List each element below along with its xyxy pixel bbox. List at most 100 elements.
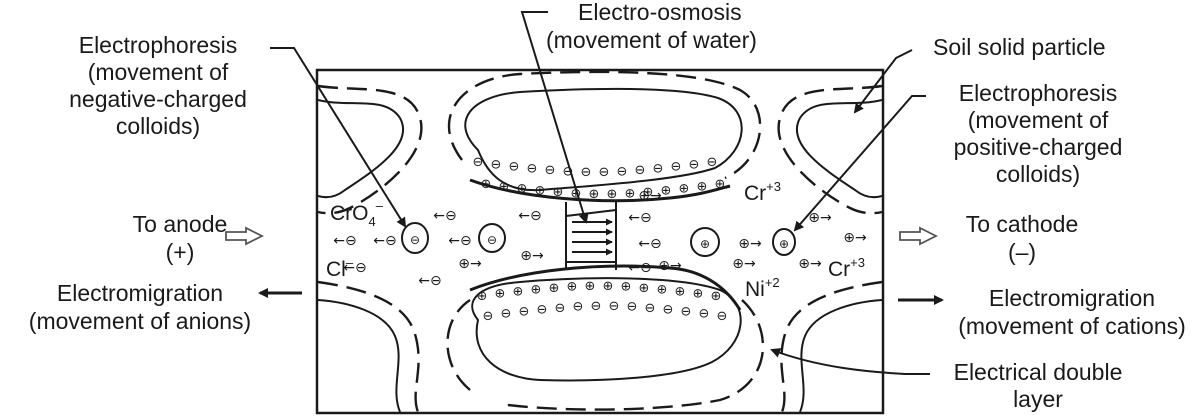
ion-cro4: CrO4– [330, 198, 384, 229]
positive-charge-bottom-row: ⊕ [657, 282, 668, 297]
label-electrophoresis-left-2: (movement of [88, 59, 229, 85]
positive-colloid-center [690, 227, 720, 257]
negative-charge-bottom-row: ⊖ [663, 302, 674, 317]
charge-markers: ⊖⊕⊖⊕⊖⊕⊖⊕⊖⊕⊖⊕⊖⊕⊖⊕⊖⊕⊖⊕⊖⊕⊖⊕⊖⊕⊖⊕⊕⊖⊕⊖⊕⊖⊕⊖⊕⊖⊕⊖… [473, 155, 728, 324]
moving-ion-markers: ←⊖←⊖←⊖←⊖←⊖←⊖←⊖←⊖←⊖←⊖⊕→⊕→⊕→⊕→⊕→⊕→⊕→⊕→⊕→⊖⊖… [333, 188, 867, 289]
positive-charge-top-row: ⊕ [481, 177, 492, 192]
ion-cr-right: Cr+3 [828, 255, 865, 281]
cation-moving-right: ⊕→ [658, 258, 682, 274]
label-electrophoresis-left-4: colloids) [116, 113, 200, 139]
ion-cl: Cl– [326, 255, 354, 281]
positive-charge-top-row: ⊕ [571, 186, 582, 201]
anion-moving-left: ←⊖ [343, 260, 366, 276]
cathode-arrow [899, 226, 939, 246]
negative-charge-top-row: ⊖ [563, 164, 574, 179]
positive-charge-top-row: ⊕ [697, 179, 708, 194]
double-layer-top-boundary [469, 178, 731, 203]
label-electrophoresis-right-2: (movement of [968, 107, 1109, 133]
label-electrophoresis-left-3: negative-charged [69, 86, 247, 112]
soil-particle-center-top [464, 87, 743, 192]
anode-arrow [225, 226, 265, 246]
soil-particle-left-bottom-layer [317, 280, 420, 413]
soil-particle-center-bottom [471, 277, 742, 382]
positive-charge-top-row: ⊕ [661, 184, 672, 199]
soil-particle-right-bottom [799, 299, 883, 413]
colloid-positive-charge: ⊕ [779, 237, 789, 251]
anion-moving-left: ←⊖ [448, 233, 471, 249]
positive-charge-top-row: ⊕ [715, 177, 726, 192]
positive-charge-top-row: ⊕ [517, 182, 528, 197]
positive-charge-bottom-row: ⊕ [585, 279, 596, 294]
soil-particle-right-top-layer [777, 84, 883, 215]
anion-moving-left: ←⊖ [433, 208, 456, 224]
negative-charge-bottom-row: ⊖ [555, 301, 566, 316]
cation-moving-right: ⊕→ [738, 236, 762, 252]
soil-particle-right-bottom-layer [780, 280, 883, 413]
colloid-negative-charge: ⊖ [487, 233, 497, 247]
label-to-anode: To anode [133, 211, 228, 237]
label-to-cathode: To cathode [966, 211, 1079, 237]
label-electro-osmosis: Electro-osmosis [578, 0, 742, 25]
negative-charge-bottom-row: ⊖ [573, 300, 584, 315]
soil-box [315, 68, 885, 415]
positive-charge-bottom-row: ⊕ [477, 289, 488, 304]
positive-charge-top-row: ⊕ [553, 185, 564, 200]
leader-double-layer [770, 348, 930, 375]
label-electrophoresis-right-1: Electrophoresis [959, 80, 1118, 106]
negative-charge-top-row: ⊖ [689, 157, 700, 172]
label-cathode-sign: (–) [1008, 239, 1036, 265]
positive-charge-bottom-row: ⊕ [513, 284, 524, 299]
negative-charge-bottom-row: ⊖ [645, 301, 656, 316]
positive-charge-bottom-row: ⊕ [711, 289, 722, 304]
negative-charge-top-row: ⊖ [671, 160, 682, 175]
negative-charge-top-row: ⊖ [707, 155, 718, 170]
label-electromigration-left-1: Electromigration [57, 280, 223, 306]
positive-charge-top-row: ⊕ [535, 184, 546, 199]
soil-particle-center-top-layer [447, 70, 762, 180]
cation-moving-right: ⊕→ [843, 230, 867, 246]
negative-charge-bottom-row: ⊖ [627, 300, 638, 315]
anion-moving-left: ←⊖ [638, 236, 661, 252]
cation-moving-right: ⊕→ [808, 210, 832, 226]
positive-colloid-right [772, 228, 796, 256]
negative-charge-top-row: ⊖ [653, 162, 664, 177]
positive-charge-top-row: ⊕ [679, 182, 690, 197]
label-electrophoresis-right-4: colloids) [996, 161, 1080, 187]
negative-charge-bottom-row: ⊖ [501, 307, 512, 322]
label-electromigration-right-2: (movement of cations) [958, 313, 1186, 339]
label-double-layer-2: layer [1013, 386, 1063, 412]
ion-ni: Ni+2 [745, 275, 780, 301]
negative-charge-top-row: ⊖ [599, 165, 610, 180]
label-electromigration-left-2: (movement of anions) [29, 308, 251, 334]
cation-moving-right: ⊕→ [798, 256, 822, 272]
negative-charge-bottom-row: ⊖ [483, 309, 494, 324]
ion-cr-top: Cr+3 [744, 179, 781, 205]
leader-soil-particle [853, 49, 913, 114]
negative-charge-top-row: ⊖ [491, 157, 502, 172]
label-electromigration-right-1: Electromigration [989, 285, 1155, 311]
water-flow-arrows [572, 218, 613, 256]
anion-moving-left: ←⊖ [628, 260, 651, 276]
positive-charge-bottom-row: ⊕ [567, 280, 578, 295]
negative-charge-bottom-row: ⊖ [591, 299, 602, 314]
anion-moving-left: ←⊖ [333, 233, 356, 249]
positive-charge-top-row: ⊕ [643, 185, 654, 200]
negative-charge-top-row: ⊖ [527, 162, 538, 177]
anion-moving-left: ←⊖ [373, 233, 396, 249]
negative-charge-top-row: ⊖ [509, 160, 520, 175]
soil-particle-left-top [317, 99, 404, 199]
cation-moving-right: ⊕→ [638, 188, 662, 204]
colloid-positive-charge: ⊕ [700, 237, 710, 251]
anion-moving-left: ←⊖ [628, 210, 651, 226]
negative-charge-bottom-row: ⊖ [681, 304, 692, 319]
soil-particle-right-top [796, 99, 883, 199]
cation-moving-right: ⊕→ [458, 256, 482, 272]
negative-charge-bottom-row: ⊖ [699, 307, 710, 322]
leader-electrophoresis-right [793, 95, 926, 232]
negative-charge-top-row: ⊖ [545, 163, 556, 178]
negative-charge-top-row: ⊖ [635, 163, 646, 178]
label-electrophoresis-right-3: positive-charged [954, 134, 1123, 160]
anion-moving-left: ←⊖ [418, 273, 441, 289]
positive-charge-top-row: ⊕ [625, 186, 636, 201]
